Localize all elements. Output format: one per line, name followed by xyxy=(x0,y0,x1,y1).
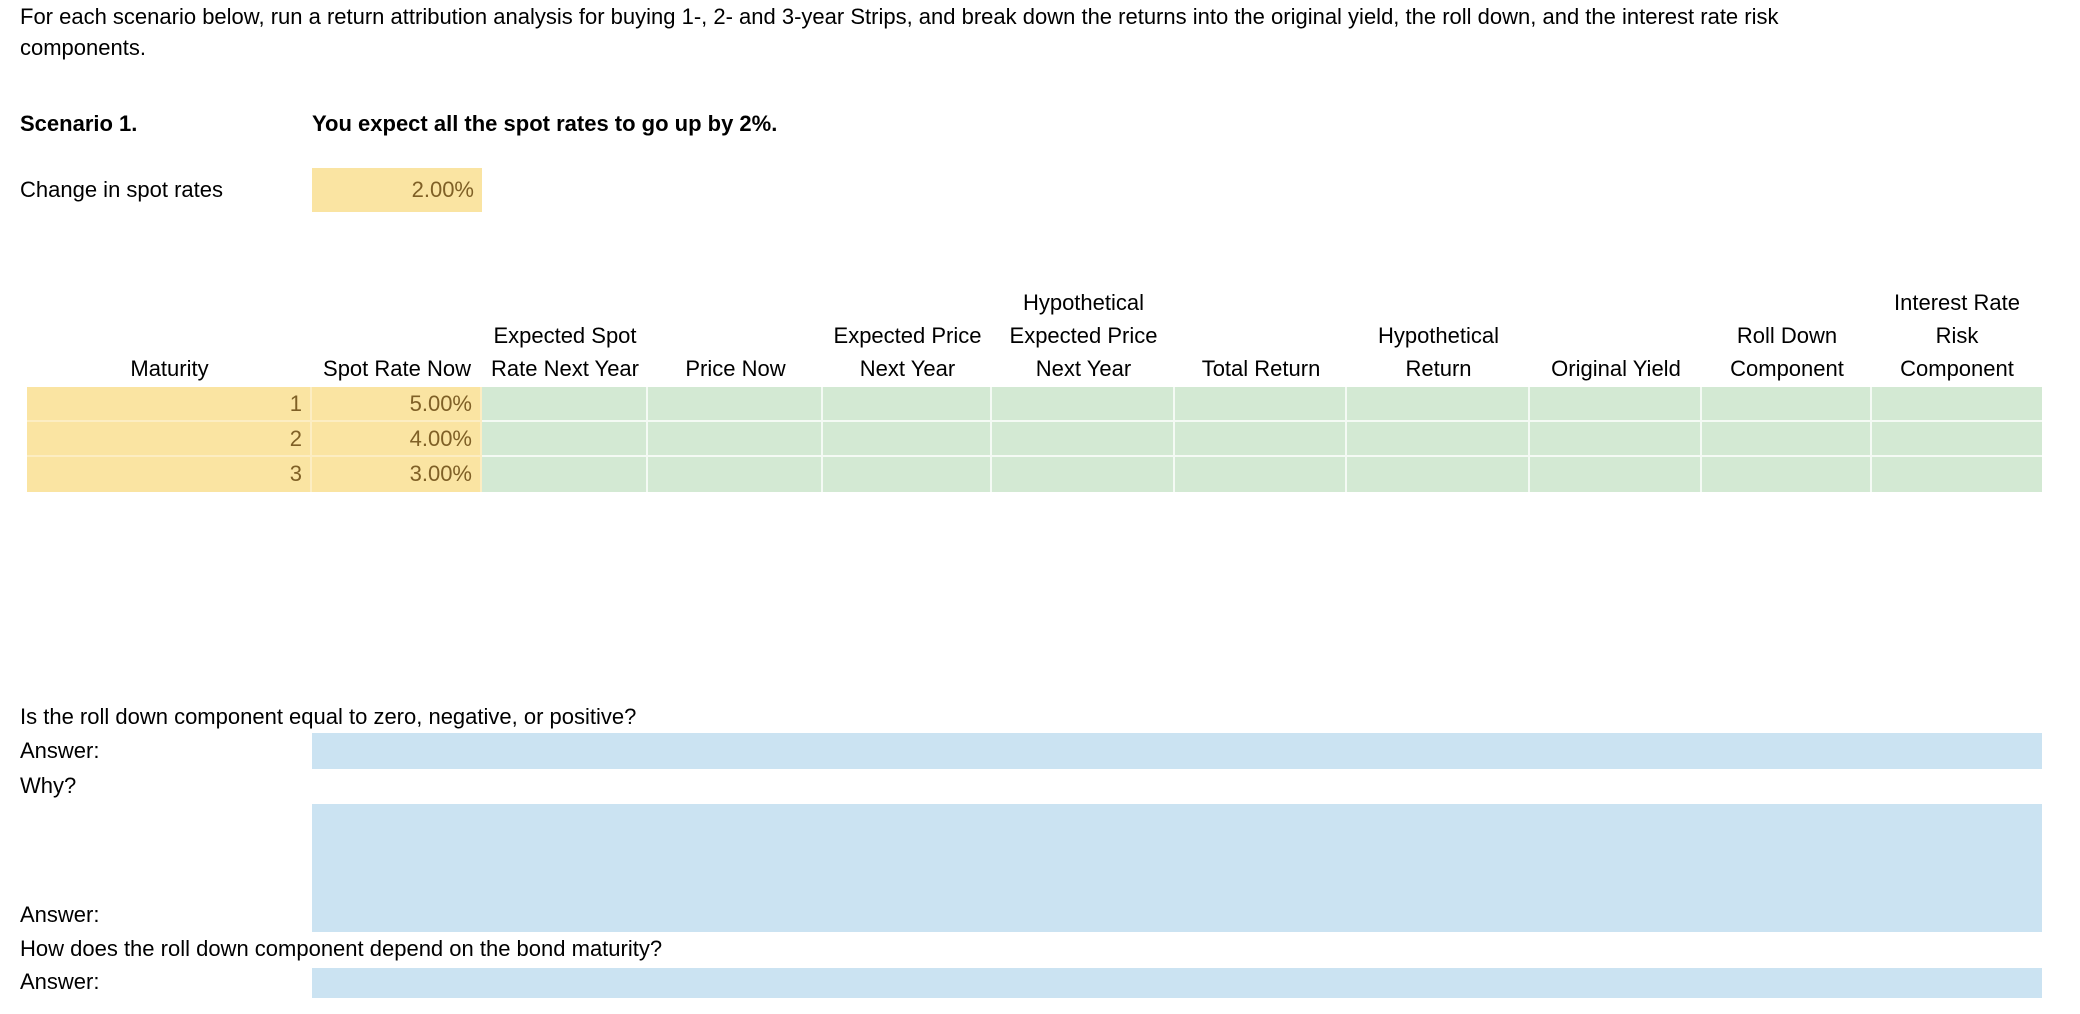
change-in-spot-rates-label: Change in spot rates xyxy=(20,177,224,202)
cell-r1-interest-rate-risk-component[interactable] xyxy=(1872,387,2042,422)
cell-r3-price-now[interactable] xyxy=(648,457,823,492)
cell-r3-hypothetical-expected-price-next-year[interactable] xyxy=(992,457,1175,492)
cell-r1-original-yield[interactable] xyxy=(1530,387,1702,422)
cell-r1-price-now[interactable] xyxy=(648,387,823,422)
q1-answer-cell[interactable] xyxy=(312,733,2042,769)
cell-r2-price-now[interactable] xyxy=(648,422,823,457)
cell-r1-hypothetical-expected-price-next-year[interactable] xyxy=(992,387,1175,422)
scenario-label: Scenario 1. xyxy=(20,111,138,136)
cell-r2-spot-rate-now[interactable]: 4.00% xyxy=(312,422,482,457)
cell-r2-hypothetical-return[interactable] xyxy=(1347,422,1530,457)
cell-r2-total-return[interactable] xyxy=(1175,422,1347,457)
question-roll-down-maturity: How does the roll down component depend … xyxy=(20,936,663,961)
cell-r3-roll-down-component[interactable] xyxy=(1702,457,1872,492)
q2-answer-cell[interactable] xyxy=(312,968,2042,998)
intro-line-2: components. xyxy=(20,35,146,60)
cell-r1-hypothetical-return[interactable] xyxy=(1347,387,1530,422)
header-maturity: Maturity xyxy=(130,356,209,381)
q1-answer-label: Answer: xyxy=(20,738,100,763)
cell-r3-expected-spot-rate-next-year[interactable] xyxy=(482,457,648,492)
header-original-yield: Original Yield xyxy=(1551,356,1681,381)
header-spot-rate-now: Spot Rate Now xyxy=(323,356,471,381)
cell-r1-roll-down-component[interactable] xyxy=(1702,387,1872,422)
cell-r2-maturity[interactable]: 2 xyxy=(27,422,312,457)
cell-r1-total-return[interactable] xyxy=(1175,387,1347,422)
cell-r3-total-return[interactable] xyxy=(1175,457,1347,492)
cell-r2-expected-spot-rate-next-year[interactable] xyxy=(482,422,648,457)
why-label: Why? xyxy=(20,773,77,798)
cell-r2-expected-price-next-year[interactable] xyxy=(823,422,992,457)
cell-r3-interest-rate-risk-component[interactable] xyxy=(1872,457,2042,492)
intro-line-1: For each scenario below, run a return at… xyxy=(20,4,1779,29)
cell-r3-expected-price-next-year[interactable] xyxy=(823,457,992,492)
cell-r2-roll-down-component[interactable] xyxy=(1702,422,1872,457)
scenario-description: You expect all the spot rates to go up b… xyxy=(312,111,778,136)
cell-r2-original-yield[interactable] xyxy=(1530,422,1702,457)
cell-r3-hypothetical-return[interactable] xyxy=(1347,457,1530,492)
question-roll-down-sign: Is the roll down component equal to zero… xyxy=(20,704,637,729)
cell-r1-expected-spot-rate-next-year[interactable] xyxy=(482,387,648,422)
cell-r3-original-yield[interactable] xyxy=(1530,457,1702,492)
change-in-spot-rates-cell[interactable]: 2.00% xyxy=(312,168,482,212)
why-answer-cell[interactable] xyxy=(312,804,2042,932)
why-answer-label: Answer: xyxy=(20,902,100,927)
header-total-return: Total Return xyxy=(1201,356,1321,381)
q2-answer-label: Answer: xyxy=(20,969,100,994)
cell-r2-interest-rate-risk-component[interactable] xyxy=(1872,422,2042,457)
cell-r2-hypothetical-expected-price-next-year[interactable] xyxy=(992,422,1175,457)
cell-r3-maturity[interactable]: 3 xyxy=(27,457,312,492)
cell-r1-expected-price-next-year[interactable] xyxy=(823,387,992,422)
cell-r3-spot-rate-now[interactable]: 3.00% xyxy=(312,457,482,492)
header-price-now: Price Now xyxy=(685,356,786,381)
cell-r1-maturity[interactable]: 1 xyxy=(27,387,312,422)
cell-r1-spot-rate-now[interactable]: 5.00% xyxy=(312,387,482,422)
